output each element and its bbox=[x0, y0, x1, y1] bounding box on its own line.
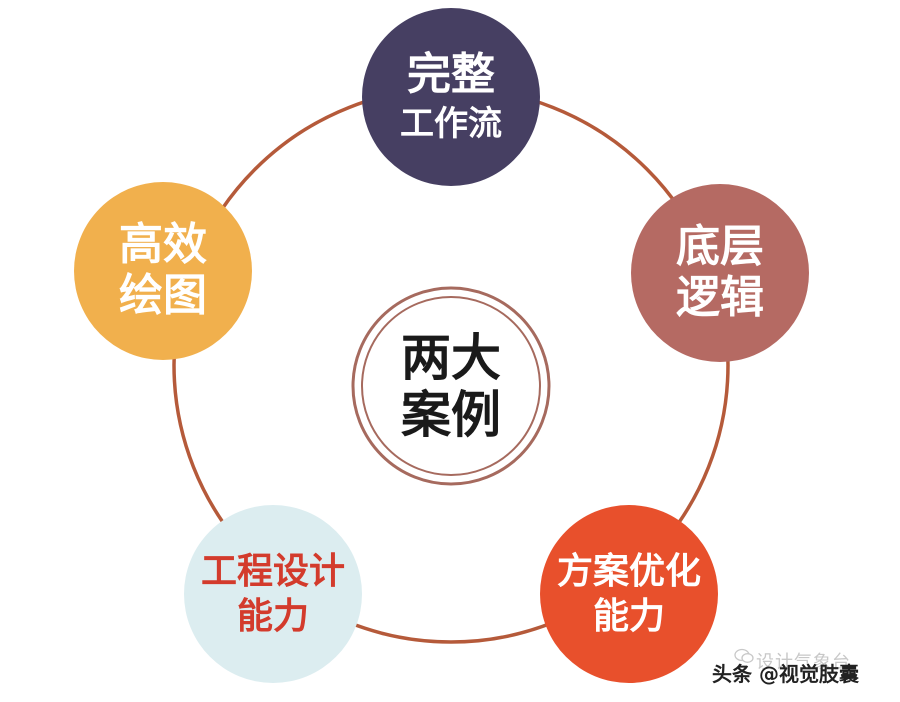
node-scheme-optimization: 方案优化 能力 bbox=[540, 505, 718, 683]
node-left-line2: 绘图 bbox=[119, 270, 207, 321]
node-bottom-left-line1: 工程设计 bbox=[200, 550, 345, 592]
node-bottom-right-line1: 方案优化 bbox=[556, 550, 701, 592]
node-top-line2: 工作流 bbox=[400, 103, 502, 144]
node-efficient-drawing: 高效 绘图 bbox=[74, 182, 252, 360]
watermark-main-text: 头条 @视觉肢囊 bbox=[712, 662, 859, 686]
center-label-line2: 案例 bbox=[401, 385, 501, 444]
wechat-icon bbox=[734, 648, 754, 663]
node-complete-workflow: 完整 工作流 bbox=[362, 8, 540, 186]
node-top-line1: 完整 bbox=[407, 49, 495, 101]
center-label-line1: 两大 bbox=[401, 327, 501, 387]
node-engineering-design: 工程设计 能力 bbox=[184, 505, 362, 683]
node-underlying-logic: 底层 逻辑 bbox=[631, 184, 809, 362]
center-ring-outer bbox=[351, 286, 551, 486]
watermark: 设计气象台 头条 @视觉肢囊 bbox=[712, 646, 896, 686]
node-left-line1: 高效 bbox=[119, 219, 207, 271]
node-right-line1: 底层 bbox=[676, 221, 764, 273]
watermark-faint-text: 设计气象台 bbox=[756, 652, 851, 673]
node-bottom-right-line2: 能力 bbox=[592, 596, 665, 637]
center-label: 两大 案例 bbox=[352, 287, 550, 485]
node-bottom-left-line2: 能力 bbox=[236, 596, 309, 637]
node-right-line2: 逻辑 bbox=[676, 272, 764, 323]
center-ring-inner bbox=[361, 296, 541, 476]
